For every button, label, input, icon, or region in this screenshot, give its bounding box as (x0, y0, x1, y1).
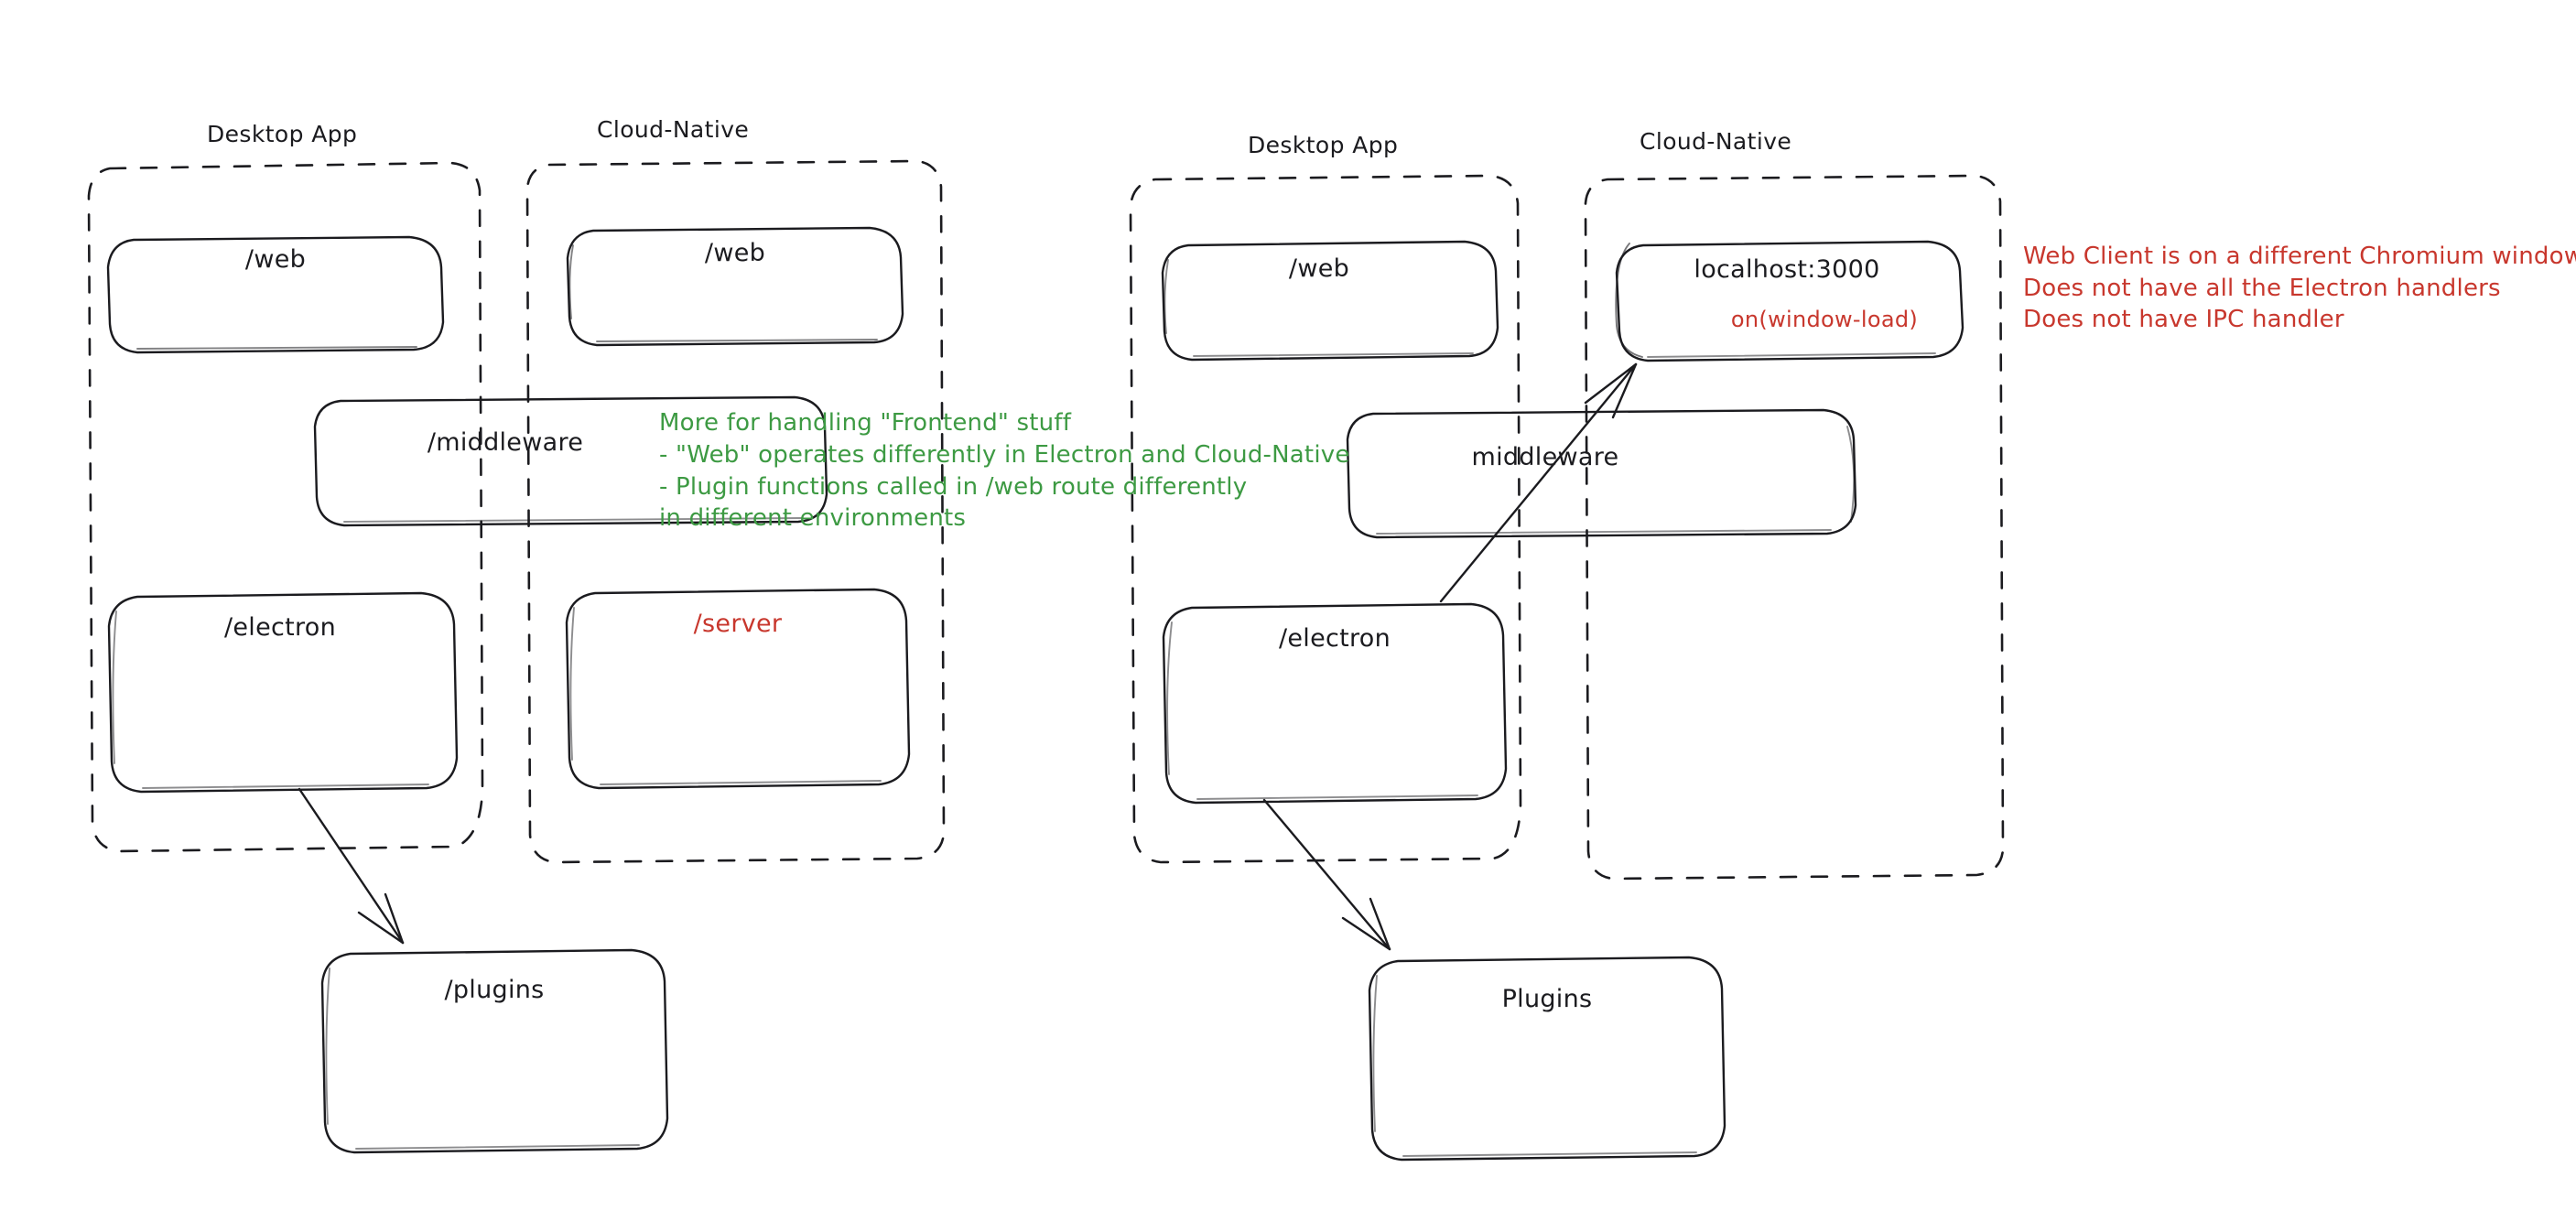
green-note-line-2: - Plugin functions called in /web route … (659, 473, 1247, 501)
node-left-electron-label: /electron (224, 613, 336, 642)
node-left-middleware (313, 395, 828, 527)
node-left-plugins-label: /plugins (444, 976, 544, 1004)
arrow-left-electron-to-plugins (298, 787, 405, 945)
node-right-localhost-sublabel: on(window-load) (1731, 307, 1918, 332)
node-right-localhost-label: localhost:3000 (1694, 255, 1879, 284)
node-right-middleware (1346, 408, 1857, 539)
node-left-plugins (320, 948, 669, 1154)
node-right-middleware-label: middleware (1472, 443, 1619, 471)
red-note-line-2: Does not have IPC handler (2023, 306, 2344, 333)
arrow-right-electron-to-plugins (1262, 798, 1391, 951)
node-right-electron (1162, 602, 1508, 805)
node-right-electron-label: /electron (1279, 624, 1391, 653)
node-left-server (565, 588, 911, 790)
node-left-cloud-web-label-text: /web (705, 239, 765, 267)
node-right-localhost (1615, 240, 1964, 362)
green-note-line-3: in different environments (659, 504, 966, 532)
arrow-right-electron-to-localhost (1439, 362, 1638, 603)
node-left-cloud-web (566, 226, 904, 347)
node-right-desktop-web (1161, 240, 1499, 362)
frame-left-desktop-app (87, 161, 484, 853)
frame-left-cloud-native (525, 159, 946, 864)
node-left-desktop-web (106, 235, 445, 354)
frame-right-cloud-native-label: Cloud-Native (1640, 128, 1791, 155)
frame-right-desktop-app-label: Desktop App (1248, 132, 1398, 158)
green-note-line-0: More for handling "Frontend" stuff (659, 409, 1072, 437)
red-note-line-1: Does not have all the Electron handlers (2023, 275, 2501, 302)
annotation-green-note: More for handling "Frontend" stuff - "We… (659, 409, 1350, 532)
frame-left-cloud-native-label: Cloud-Native (597, 116, 749, 143)
node-right-plugins (1368, 956, 1726, 1162)
red-note-line-0: Web Client is on a different Chromium wi… (2023, 243, 2576, 270)
node-left-desktop-web-label: /web (245, 245, 306, 274)
annotation-red-note: Web Client is on a different Chromium wi… (2023, 243, 2576, 333)
frame-right-cloud-native (1584, 174, 2005, 881)
frame-right-desktop-app (1129, 174, 1522, 864)
node-left-electron (107, 591, 459, 794)
node-right-plugins-label: Plugins (1502, 985, 1593, 1013)
green-note-line-1: - "Web" operates differently in Electron… (659, 441, 1350, 469)
node-right-desktop-web-label: /web (1289, 254, 1349, 283)
node-left-middleware-label: /middleware (428, 428, 583, 457)
node-left-server-label: /server (694, 610, 783, 638)
frame-left-desktop-app-label: Desktop App (207, 121, 357, 147)
